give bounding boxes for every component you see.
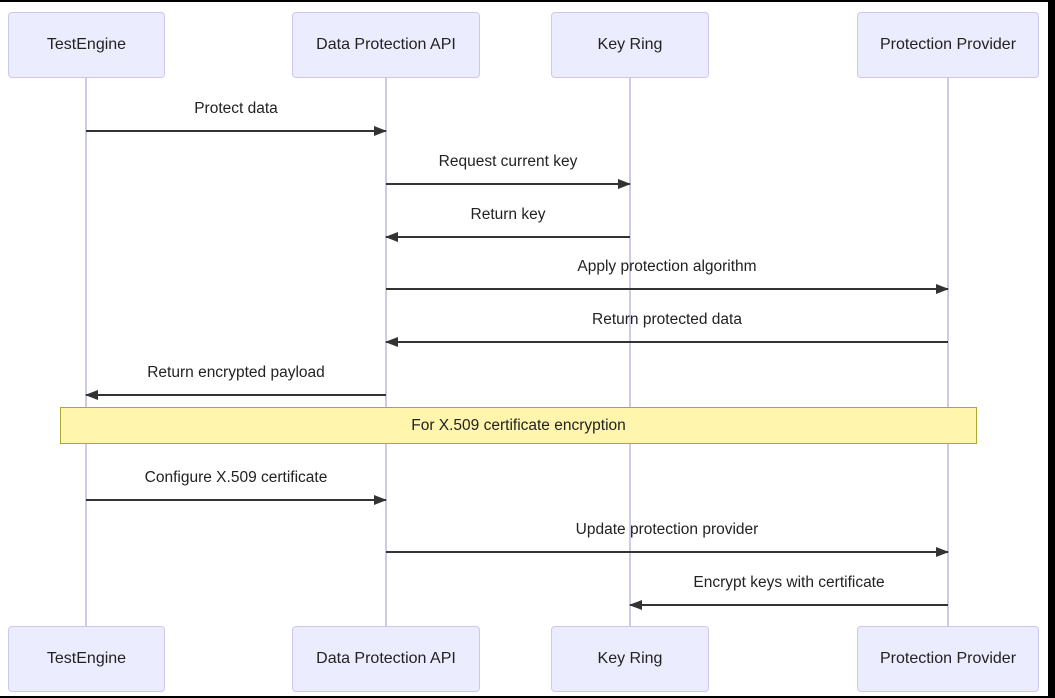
message-arrow (385, 337, 948, 347)
message-label: Encrypt keys with certificate (693, 574, 885, 591)
message-arrow (385, 232, 630, 242)
arrowhead-left-icon (629, 600, 642, 610)
message-label: Configure X.509 certificate (144, 469, 328, 486)
arrowhead-right-icon (374, 126, 387, 136)
note-box: For X.509 certificate encryption (60, 407, 977, 444)
arrowhead-right-icon (936, 547, 949, 557)
actor-label: Protection Provider (879, 36, 1017, 53)
actor-label: Key Ring (597, 650, 663, 667)
actor-bottom-testengine: TestEngine (8, 626, 165, 692)
message-label: Return key (470, 206, 546, 223)
message-arrow (85, 390, 386, 400)
lifeline-data-protection-api (385, 78, 387, 626)
arrowhead-right-icon (618, 179, 631, 189)
actor-top-testengine: TestEngine (8, 12, 165, 78)
message-arrow (386, 284, 949, 294)
actor-top-key-ring: Key Ring (551, 12, 709, 78)
arrowhead-left-icon (385, 337, 398, 347)
note-text: For X.509 certificate encryption (411, 416, 626, 434)
message-label: Protect data (194, 100, 278, 117)
lifeline-testengine (85, 78, 87, 626)
arrowhead-right-icon (936, 284, 949, 294)
message-arrow (386, 179, 631, 189)
lifeline-protection-provider (947, 78, 949, 626)
message-label: Apply protection algorithm (577, 258, 757, 275)
message-arrow (86, 126, 387, 136)
actor-label: TestEngine (46, 650, 127, 667)
actor-bottom-protection-provider: Protection Provider (857, 626, 1039, 692)
lifeline-key-ring (629, 78, 631, 626)
message-label: Update protection provider (575, 521, 759, 538)
actor-top-data-protection-api: Data Protection API (292, 12, 480, 78)
actor-label: Key Ring (597, 36, 663, 53)
message-arrow (386, 547, 949, 557)
actor-label: TestEngine (46, 36, 127, 53)
message-arrow (629, 600, 948, 610)
message-arrow (86, 495, 387, 505)
message-label: Return protected data (592, 311, 742, 328)
actor-label: Protection Provider (879, 650, 1017, 667)
actor-top-protection-provider: Protection Provider (857, 12, 1039, 78)
actor-bottom-key-ring: Key Ring (551, 626, 709, 692)
message-label: Request current key (438, 153, 578, 170)
actor-bottom-data-protection-api: Data Protection API (292, 626, 480, 692)
arrowhead-left-icon (385, 232, 398, 242)
actor-label: Data Protection API (316, 650, 456, 667)
arrowhead-right-icon (374, 495, 387, 505)
message-label: Return encrypted payload (147, 364, 325, 381)
actor-label: Data Protection API (316, 36, 456, 53)
arrowhead-left-icon (85, 390, 98, 400)
